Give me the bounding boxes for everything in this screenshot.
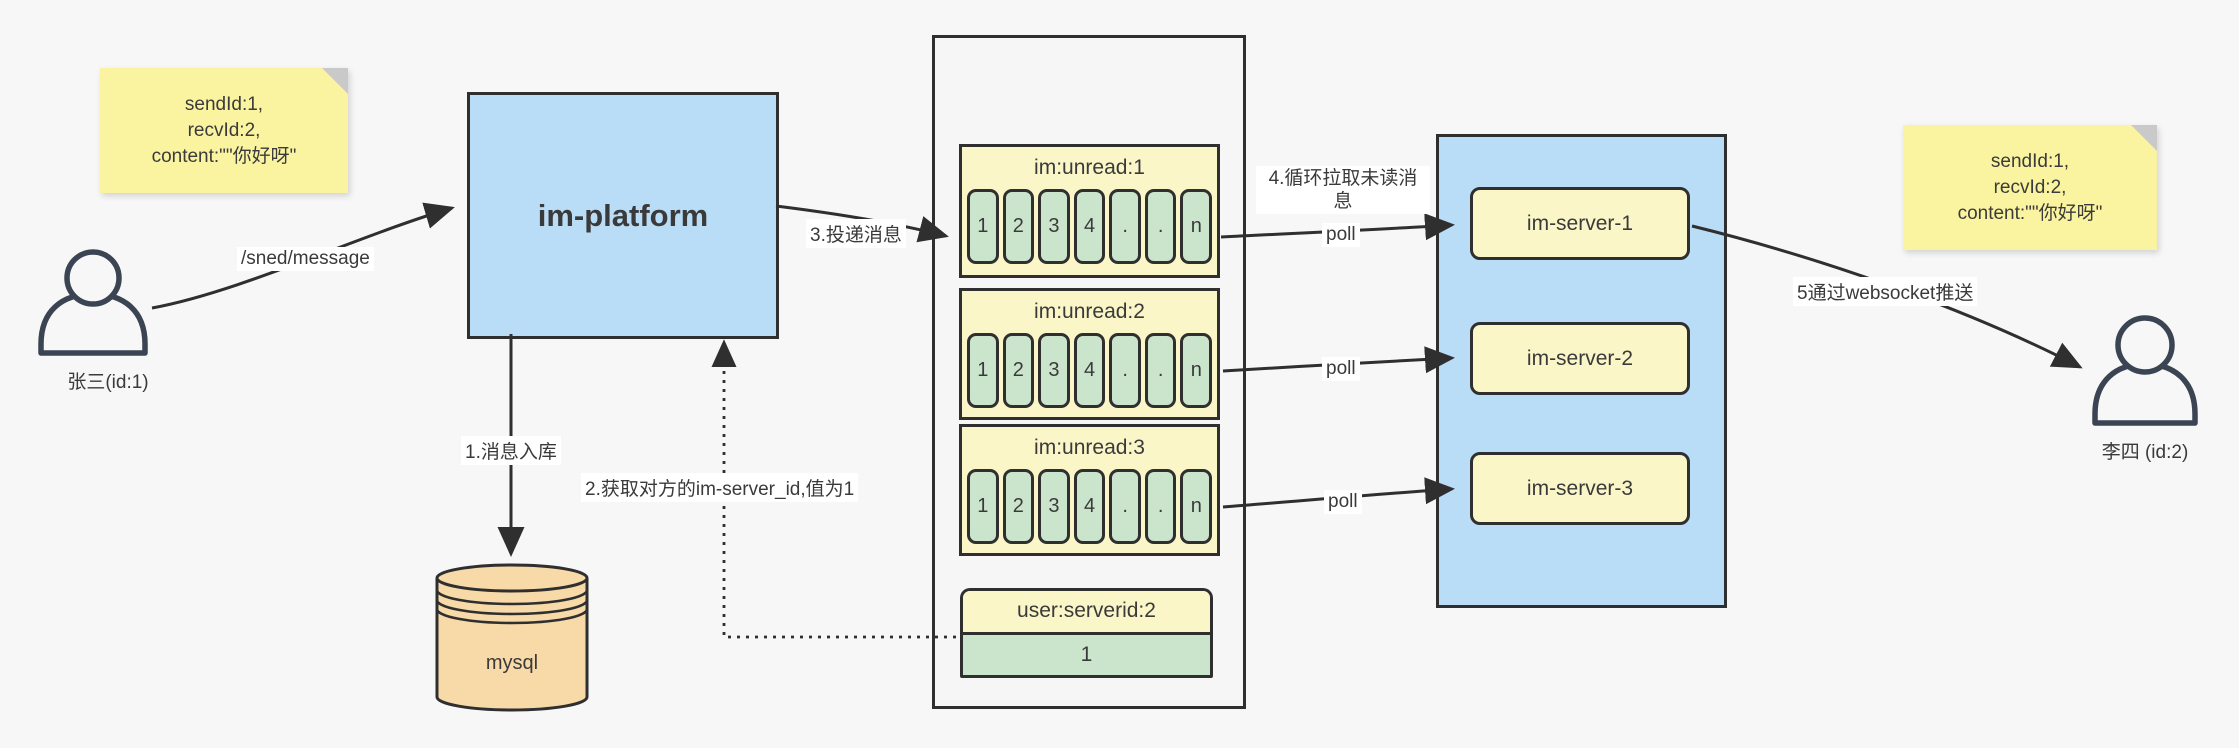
kv-value: 1 [963, 634, 1210, 675]
note-line: content:""你好呀" [151, 145, 297, 167]
queue-cell: 3 [1038, 189, 1070, 264]
user-icon [38, 249, 148, 356]
queue-im-unread-3: im:unread:3 1 2 3 4 . . n [959, 424, 1220, 556]
queue-cell: . [1144, 469, 1177, 544]
queue-name: im:unread:2 [1034, 300, 1145, 323]
label-step3: 3.投递消息 [806, 219, 906, 248]
queue-cell: n [1180, 189, 1213, 264]
note-line: sendId:1, [1990, 150, 2070, 172]
queue-cell: 4 [1073, 333, 1106, 408]
queue-cell: n [1180, 469, 1213, 544]
im-server-3-label: im-server-3 [1526, 476, 1634, 500]
sticky-note-right: sendId:1, recvId:2, content:""你好呀" [1903, 125, 2157, 250]
sticky-note-left: sendId:1, recvId:2, content:""你好呀" [100, 68, 348, 193]
folded-corner-icon [2131, 125, 2157, 151]
label-send-api: /sned/message [237, 247, 374, 271]
cylinder-icon [435, 563, 589, 712]
queue-cell: n [1180, 333, 1213, 408]
queue-cell: 2 [1002, 189, 1035, 264]
label-step1: 1.消息入库 [461, 436, 561, 465]
queue-cell: 3 [1038, 333, 1070, 408]
im-server-1-label: im-server-1 [1526, 211, 1634, 235]
queue-name: im:unread:3 [1034, 436, 1145, 459]
receiver-label: 李四 (id:2) [2101, 442, 2189, 463]
user-serverid-box: user:serverid:2 1 [960, 588, 1213, 678]
queue-cell: 1 [967, 333, 999, 408]
queue-cell: . [1109, 189, 1141, 264]
queue-cell: . [1144, 189, 1177, 264]
queue-cell: . [1109, 469, 1141, 544]
mysql-label: mysql [485, 652, 539, 674]
queue-cells: 1 2 3 4 . . n [962, 333, 1217, 413]
queue-cells: 1 2 3 4 . . n [962, 189, 1217, 269]
im-platform-box: im-platform [467, 92, 779, 339]
queue-cell: 4 [1073, 469, 1106, 544]
queue-cell: 1 [967, 469, 999, 544]
label-poll-2: poll [1322, 357, 1360, 381]
queue-cell: 2 [1002, 469, 1035, 544]
queue-cell: . [1109, 333, 1141, 408]
label-step5: 5通过websocket推送 [1793, 277, 1978, 306]
kv-key: user:serverid:2 [963, 591, 1210, 635]
im-server-2-box: im-server-2 [1470, 322, 1690, 395]
queue-cell: 3 [1038, 469, 1070, 544]
note-line: recvId:2, [187, 119, 261, 141]
im-server-2-label: im-server-2 [1526, 346, 1634, 370]
queue-cell: 1 [967, 189, 999, 264]
queue-cell: 2 [1002, 333, 1035, 408]
queue-cell: 4 [1073, 189, 1106, 264]
queue-name: im:unread:1 [1034, 156, 1145, 179]
label-poll-3: poll [1324, 490, 1362, 514]
label-poll-1: poll [1322, 223, 1360, 247]
folded-corner-icon [322, 68, 348, 94]
queue-cells: 1 2 3 4 . . n [962, 469, 1217, 549]
note-line: recvId:2, [1993, 176, 2067, 198]
queue-cell: . [1144, 333, 1177, 408]
user-icon [2092, 315, 2198, 426]
note-line: sendId:1, [184, 93, 264, 115]
im-server-1-box: im-server-1 [1470, 187, 1690, 260]
label-step4: 4.循环拉取未读消息 [1256, 166, 1430, 214]
im-platform-label: im-platform [537, 197, 709, 233]
sender-label: 张三(id:1) [67, 372, 149, 393]
queue-im-unread-2: im:unread:2 1 2 3 4 . . n [959, 288, 1220, 420]
label-step2: 2.获取对方的im-server_id,值为1 [581, 473, 859, 502]
im-server-3-box: im-server-3 [1470, 452, 1690, 525]
queue-im-unread-1: im:unread:1 1 2 3 4 . . n [959, 144, 1220, 278]
note-line: content:""你好呀" [1957, 202, 2103, 224]
